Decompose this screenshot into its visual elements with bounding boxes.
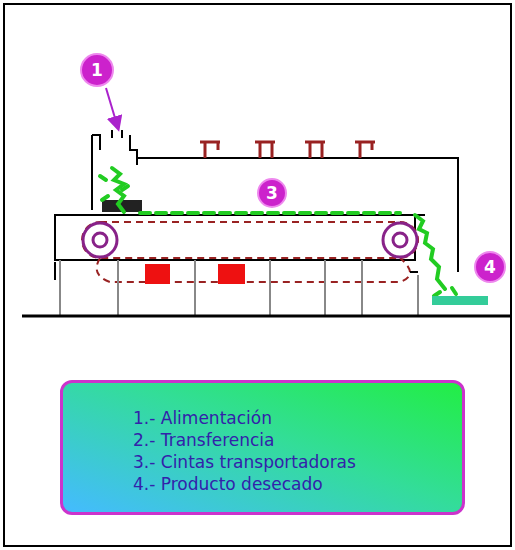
callout-number: 4 xyxy=(484,257,496,277)
product xyxy=(100,168,456,296)
legend-box: 1.- Alimentación2.- Transferencia3.- Cin… xyxy=(60,380,465,515)
exhaust-hoods xyxy=(200,142,375,158)
frame xyxy=(4,4,511,546)
support-legs xyxy=(60,260,418,315)
callout-circle: 1 xyxy=(80,53,114,87)
legend-text: 4.- Producto desecado xyxy=(133,473,442,495)
callout-number: 1 xyxy=(91,60,103,80)
frame-detail xyxy=(55,262,418,280)
rollers xyxy=(83,223,417,257)
product-tray xyxy=(432,296,488,305)
legend-text: 3.- Cintas transportadoras xyxy=(133,451,442,473)
heater xyxy=(218,264,245,284)
leader-line xyxy=(106,88,118,128)
callout-number: 3 xyxy=(266,183,278,203)
conveyor-belt xyxy=(82,222,418,258)
ground-line xyxy=(22,315,510,318)
callout-circle: 3 xyxy=(257,178,287,208)
callout-circle: 4 xyxy=(474,251,506,283)
heater xyxy=(145,264,170,284)
legend-text: 2.- Transferencia xyxy=(133,429,442,451)
legend-text: 1.- Alimentación xyxy=(133,407,442,429)
